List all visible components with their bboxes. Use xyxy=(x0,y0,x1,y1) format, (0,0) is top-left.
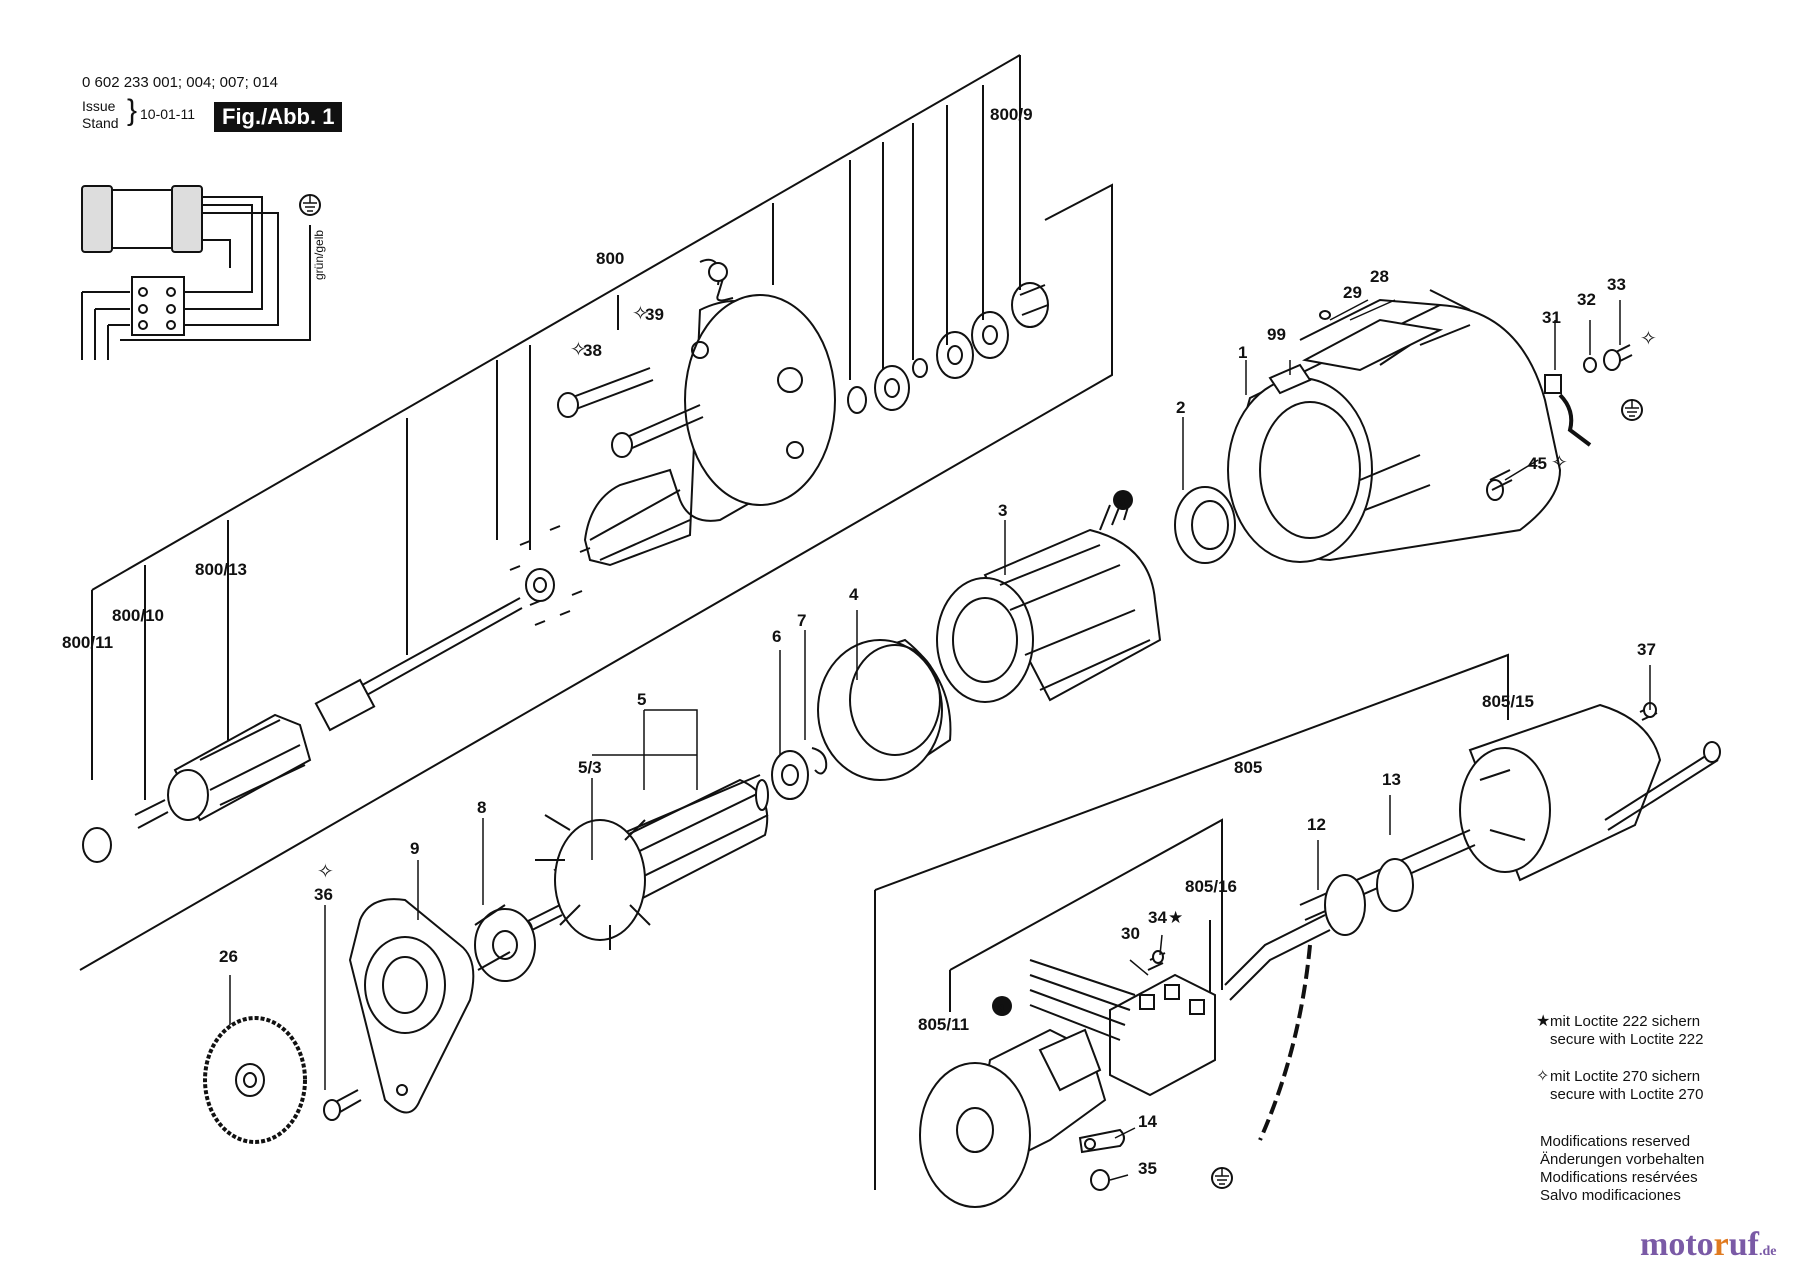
motor-housing xyxy=(1227,289,1562,563)
loctite-markers: ✧ ✧ ✧ ✧ ✧ ★ xyxy=(317,301,1657,928)
label-29: 29 xyxy=(1343,283,1362,302)
label-35: 35 xyxy=(1138,1159,1157,1178)
leader-lines xyxy=(229,120,1651,1181)
label-805-15: 805/15 xyxy=(1482,692,1534,711)
label-800-9: 800/9 xyxy=(990,105,1033,124)
label-12: 12 xyxy=(1307,815,1326,834)
loctite-270-marker-33: ✧ xyxy=(1640,326,1657,350)
label-39: 39 xyxy=(645,305,664,324)
label-99: 99 xyxy=(1267,325,1286,344)
connection-a-badge-2 xyxy=(992,996,1012,1016)
legend-270-line1: mit Loctite 270 sichern xyxy=(1550,1068,1701,1085)
loctite-270-marker-38: ✧ xyxy=(570,337,587,361)
end-cap-805-15 xyxy=(1459,702,1721,882)
gear-26 xyxy=(203,1016,307,1144)
bearing-plate-9 xyxy=(348,898,475,1114)
screw-36 xyxy=(323,1089,362,1121)
label-26: 26 xyxy=(219,947,238,966)
mods-fr: Modifications resérvées xyxy=(1540,1169,1698,1186)
label-33: 33 xyxy=(1607,275,1626,294)
clamp-14 xyxy=(1078,1128,1125,1154)
mods-de: Änderungen vorbehalten xyxy=(1540,1151,1705,1168)
screw-35 xyxy=(1090,1169,1110,1191)
wiring-schematic xyxy=(81,185,321,360)
legend-222-line1: mit Loctite 222 sichern xyxy=(1550,1013,1701,1030)
part-numbers: 0 602 233 001; 004; 007; 014 xyxy=(82,74,279,91)
screw-38 xyxy=(557,367,654,418)
loctite-270-marker-36: ✧ xyxy=(317,859,334,883)
label-5-3: 5/3 xyxy=(578,758,602,777)
label-37: 37 xyxy=(1637,640,1656,659)
label-805: 805 xyxy=(1234,758,1262,777)
label-2: 2 xyxy=(1176,398,1185,417)
label-805-16: 805/16 xyxy=(1185,877,1237,896)
label-800-10: 800/10 xyxy=(112,606,164,625)
modifications-note: Modifications reserved Änderungen vorbeh… xyxy=(1540,1133,1704,1205)
screw-39 xyxy=(611,404,704,458)
badge-text-a-1: a xyxy=(1118,493,1126,509)
label-30: 30 xyxy=(1121,924,1140,943)
stand-label: Stand xyxy=(82,115,119,131)
mods-es: Salvo modificaciones xyxy=(1540,1187,1681,1204)
label-6: 6 xyxy=(772,627,781,646)
label-7: 7 xyxy=(797,611,806,630)
label-34: 34 xyxy=(1148,908,1167,927)
mods-en: Modifications reserved xyxy=(1540,1133,1691,1150)
open-star-icon: ✧ xyxy=(1536,1068,1550,1085)
issue-label: Issue xyxy=(82,98,116,114)
ring-2 xyxy=(1174,486,1236,564)
cable-assembly xyxy=(1224,829,1476,1141)
ring-4 xyxy=(817,638,952,781)
label-28: 28 xyxy=(1370,267,1389,286)
label-800: 800 xyxy=(596,249,624,268)
label-9: 9 xyxy=(410,839,419,858)
label-3: 3 xyxy=(998,501,1007,520)
connection-a-badge-1 xyxy=(1113,490,1133,510)
loctite-270-marker-39: ✧ xyxy=(632,301,649,325)
label-45: 45 xyxy=(1528,454,1547,473)
brace-icon: } xyxy=(127,94,138,127)
part-labels: 800/9 800 39 38 800/13 800/10 800/11 29 … xyxy=(62,105,1656,1178)
watermark-logo: motoruf.de xyxy=(1640,1226,1777,1263)
gear-housing xyxy=(583,258,836,567)
legend-loctite-222: ★ mit Loctite 222 sichern secure with Lo… xyxy=(1536,1013,1704,1049)
label-14: 14 xyxy=(1138,1112,1157,1131)
label-800-11: 800/11 xyxy=(62,633,113,652)
legend-270-line2: secure with Loctite 270 xyxy=(1550,1086,1704,1103)
loctite-222-marker-34: ★ xyxy=(1168,908,1183,928)
label-4: 4 xyxy=(849,585,859,604)
stator-3 xyxy=(936,499,1162,703)
earth-symbols xyxy=(1211,399,1643,1189)
terminal-block xyxy=(1029,950,1216,1097)
badge-text-a-2: a xyxy=(997,999,1005,1015)
label-36: 36 xyxy=(314,885,333,904)
bearing-8 xyxy=(474,904,536,982)
legend-222-line2: secure with Loctite 222 xyxy=(1550,1031,1704,1048)
label-5: 5 xyxy=(637,690,646,709)
label-31: 31 xyxy=(1542,308,1561,327)
armature-5 xyxy=(515,774,769,950)
label-32: 32 xyxy=(1577,290,1596,309)
label-38: 38 xyxy=(583,341,602,360)
star-icon: ★ xyxy=(1536,1013,1551,1030)
bearing-6 xyxy=(771,750,809,800)
legend-loctite-270: ✧ mit Loctite 270 sichern secure with Lo… xyxy=(1536,1068,1704,1104)
label-8: 8 xyxy=(477,798,486,817)
label-1: 1 xyxy=(1238,343,1247,362)
figure-label: Fig./Abb. 1 xyxy=(214,102,343,132)
loctite-270-marker-45: ✧ xyxy=(1551,450,1568,474)
needle-bearing xyxy=(509,525,591,626)
bearing-set xyxy=(847,282,1049,414)
circlip-7 xyxy=(811,747,828,775)
end-cap-805-11 xyxy=(919,1028,1107,1208)
spindle-shaft xyxy=(82,597,523,863)
terminal-31-32-33 xyxy=(1486,344,1633,501)
issue-date: 10-01-11 xyxy=(140,106,196,122)
label-13: 13 xyxy=(1382,770,1401,789)
label-800-13: 800/13 xyxy=(195,560,247,579)
bracket-800 xyxy=(79,54,1113,971)
label-805-11: 805/11 xyxy=(918,1015,969,1034)
